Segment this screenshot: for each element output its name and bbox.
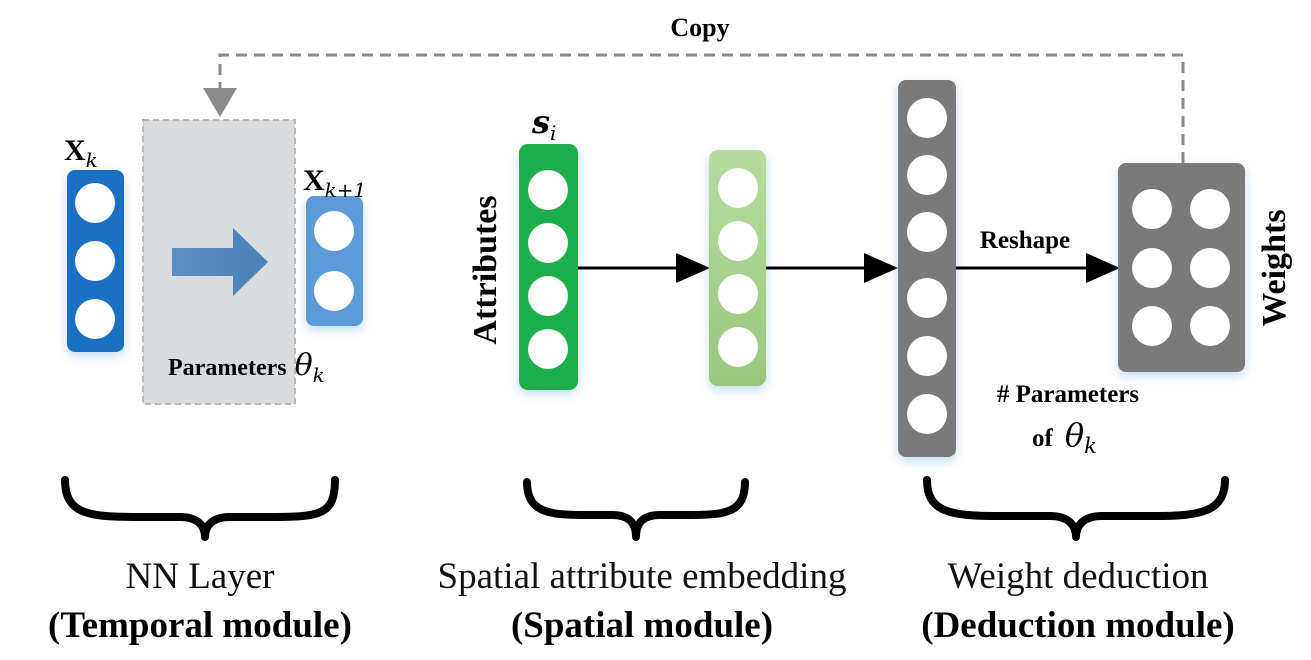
spatial-brace xyxy=(523,478,749,541)
arrow-embedding-to-deduction xyxy=(766,253,898,283)
node-circle xyxy=(718,327,758,367)
node-circle xyxy=(718,168,758,208)
node-circle xyxy=(1132,306,1172,346)
node-circle xyxy=(1190,306,1230,346)
spatial-embedding-caption: Spatial attribute embedding xyxy=(438,556,847,597)
node-circle xyxy=(907,336,947,376)
x-k1-label: Xk+1 xyxy=(303,164,366,202)
x-k-node-column xyxy=(67,170,124,352)
copy-label: Copy xyxy=(670,13,729,42)
node-circle xyxy=(528,223,568,263)
node-circle xyxy=(314,271,354,311)
deduction-vector-column xyxy=(898,80,956,457)
embedding-column xyxy=(709,150,766,386)
node-circle xyxy=(314,211,354,251)
deduction-brace xyxy=(923,476,1229,541)
s-i-label: si xyxy=(531,103,556,145)
node-circle xyxy=(75,183,115,223)
node-circle xyxy=(907,278,947,318)
arrow-attr-to-embedding xyxy=(578,253,710,283)
x-k1-node-column xyxy=(306,196,363,326)
spatial-module-caption: (Spatial module) xyxy=(511,605,773,646)
node-circle xyxy=(718,221,758,261)
weight-deduction-caption: Weight deduction xyxy=(947,556,1208,597)
node-circle xyxy=(528,170,568,210)
reshape-label: Reshape xyxy=(980,227,1070,254)
node-circle xyxy=(1132,248,1172,288)
copy-arrowhead xyxy=(203,88,237,117)
temporal-module-caption: (Temporal module) xyxy=(48,605,352,646)
node-circle xyxy=(907,98,947,138)
deduction-module-caption: (Deduction module) xyxy=(921,605,1234,646)
attributes-label: Attributes xyxy=(467,195,504,344)
node-circle xyxy=(528,276,568,316)
nn-layer-caption: NN Layer xyxy=(126,556,275,597)
node-circle xyxy=(907,394,947,434)
node-circle xyxy=(1132,189,1172,229)
attribute-input-column xyxy=(519,144,578,390)
node-circle xyxy=(1190,189,1230,229)
weights-label: Weights xyxy=(1256,209,1293,326)
layer-transition-arrow xyxy=(172,228,268,296)
num-parameters-label: # Parameters xyxy=(997,381,1140,408)
x-k-label: Xk xyxy=(64,134,98,172)
node-circle xyxy=(907,155,947,195)
reshape-arrow xyxy=(956,253,1120,283)
node-circle xyxy=(907,212,947,252)
node-circle xyxy=(75,299,115,339)
copy-dashed-line xyxy=(203,53,1185,163)
node-circle xyxy=(75,241,115,281)
node-circle xyxy=(718,274,758,314)
weights-matrix-box xyxy=(1118,163,1245,372)
node-circle xyxy=(1190,248,1230,288)
temporal-brace xyxy=(61,476,339,541)
node-circle xyxy=(528,329,568,369)
